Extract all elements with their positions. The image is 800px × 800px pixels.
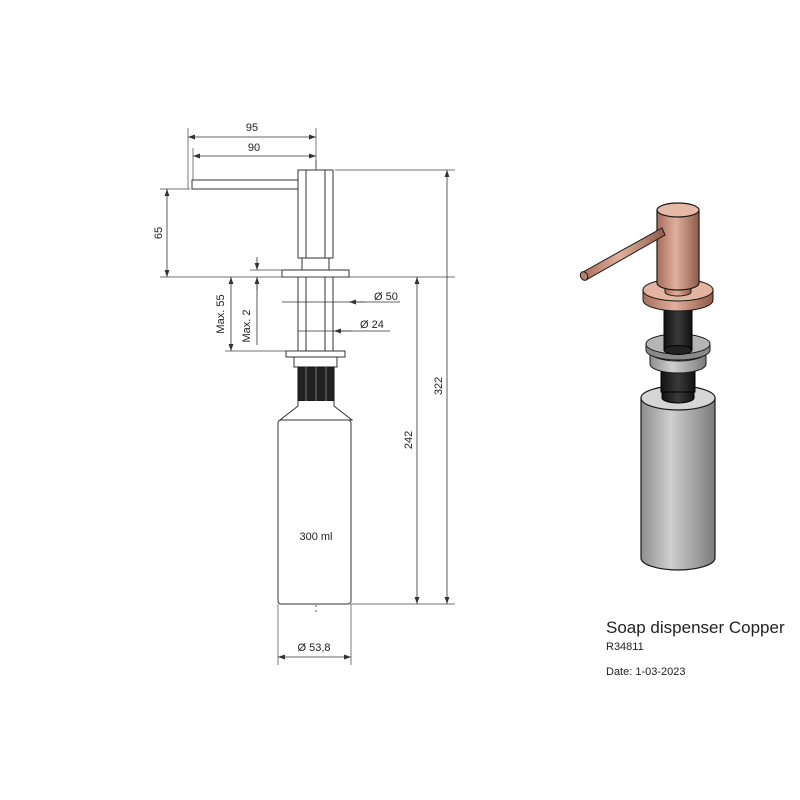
dim-322-label: 322: [433, 377, 445, 395]
copper-pump-head: [656, 209, 700, 291]
capacity-label: 300 ml: [299, 531, 332, 543]
title-block: Soap dispenser Copper R34811 Date: 1-03-…: [606, 618, 785, 678]
dim-max55-label: Max. 55: [215, 294, 227, 333]
dim-65-label: 65: [153, 227, 165, 239]
article-code: R34811: [606, 641, 644, 653]
copper-spout: [582, 227, 666, 281]
dimension-lines: [164, 134, 450, 660]
dim-242-label: 242: [403, 431, 415, 449]
dim-53-8-label: Ø 53,8: [297, 642, 330, 654]
product-name: Soap dispenser Copper: [606, 618, 785, 637]
product-3d-illustration: [579, 202, 716, 571]
bottle-body: [640, 397, 716, 571]
side-view-drawing: [191, 160, 354, 612]
drawing-date: Date: 1-03-2023: [606, 666, 686, 678]
dim-90-label: 90: [248, 142, 260, 154]
dim-95-label: 95: [246, 122, 258, 134]
dimension-labels: 95 90 65 Max. 55 Max. 2 Ø 50 Ø 24 242 32…: [153, 122, 445, 654]
dim-dia50-label: Ø 50: [374, 291, 398, 303]
dim-max2-label: Max. 2: [241, 309, 253, 342]
dim-dia24-label: Ø 24: [360, 319, 384, 331]
